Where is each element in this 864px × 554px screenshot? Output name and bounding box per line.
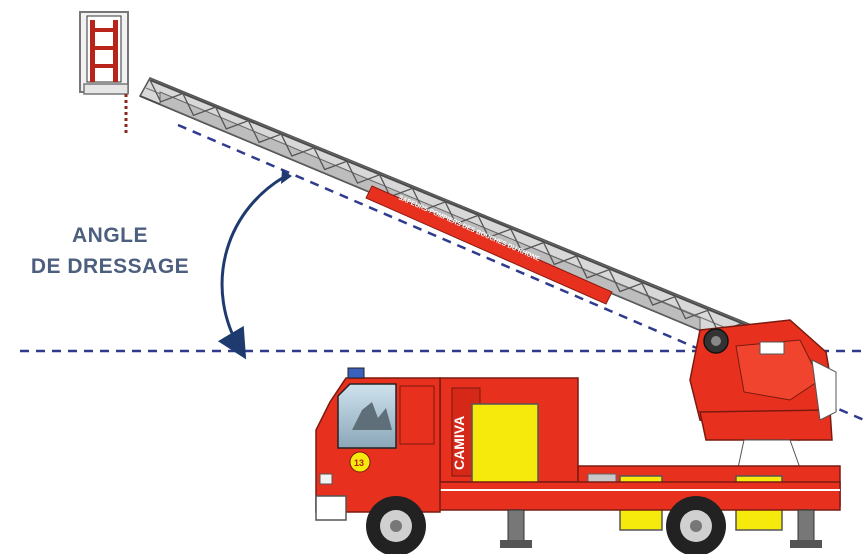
- door-emblem-text: 13: [354, 458, 364, 468]
- angle-arrow: [217, 175, 285, 360]
- fire-truck: CAMIVA 13: [315, 367, 841, 554]
- stabilizer-front: [500, 509, 532, 548]
- rescue-basket: [79, 11, 129, 136]
- front-wheel: [366, 496, 426, 554]
- angle-label-line-1: ANGLE: [72, 224, 148, 247]
- stabilizer-rear: [790, 509, 822, 548]
- truck-side-text: CAMIVA: [451, 416, 467, 470]
- ladder-turntable: [689, 319, 837, 469]
- rear-wheel: [666, 496, 726, 554]
- ladder-truss: [138, 77, 814, 373]
- truss-zigzag-member: [149, 79, 807, 361]
- angle-label-line-2: DE DRESSAGE: [30, 255, 190, 278]
- angle-arrow-start: [281, 170, 292, 184]
- ladder-axis-line: [177, 123, 864, 422]
- ladder-banner: SAPEURS-POMPIERS DES BOUCHES DU RHONE: [365, 185, 613, 305]
